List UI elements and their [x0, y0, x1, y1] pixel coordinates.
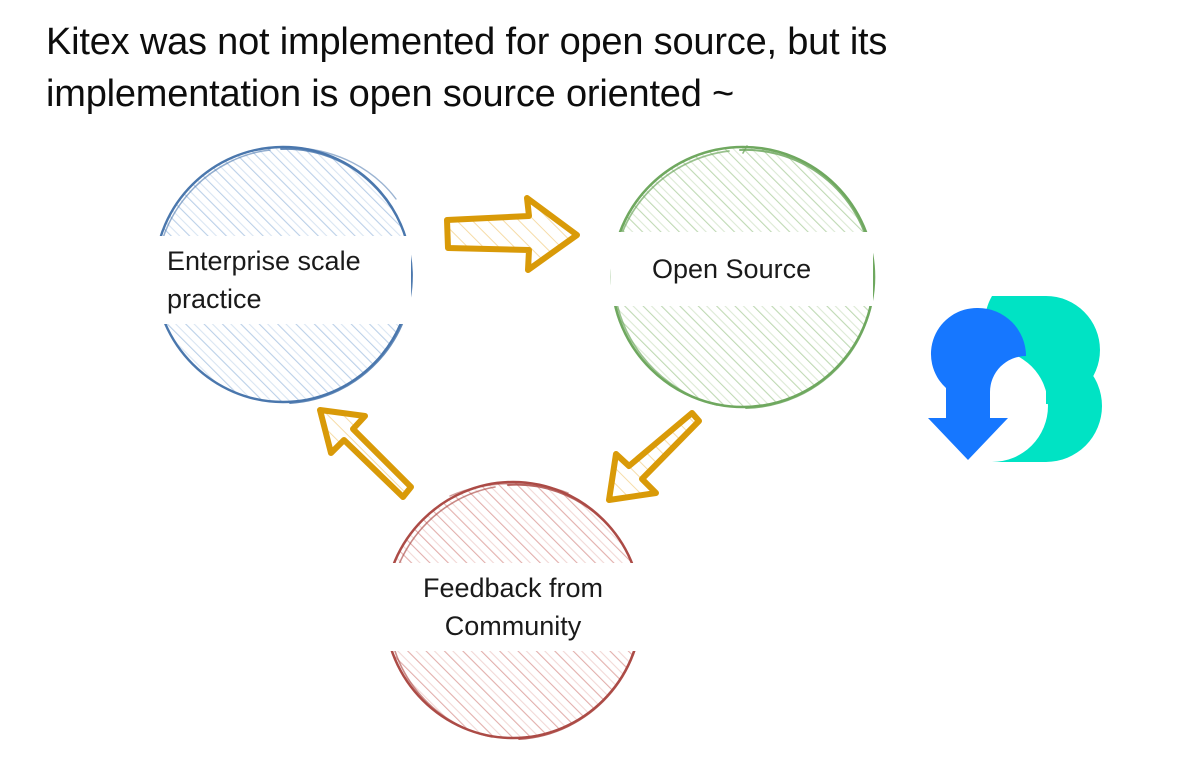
- arrow-down-left-icon: [606, 410, 702, 503]
- arrow-up-left-icon: [317, 407, 414, 500]
- arrow-right-icon: [444, 195, 580, 273]
- arrow-feedback-to-enterprise: [311, 399, 423, 513]
- cycle-node-open-source[interactable]: Open Source: [607, 142, 879, 414]
- arrow-enterprise-to-opensource: [441, 190, 585, 280]
- arrow-opensource-to-feedback: [596, 403, 708, 515]
- node-label-band: Open Source: [611, 232, 873, 306]
- cycle-node-feedback-from-community[interactable]: Feedback from Community: [378, 477, 648, 743]
- cycle-node-label: Enterprise scale practice: [167, 246, 361, 314]
- cycle-node-label: Feedback from Community: [422, 573, 604, 641]
- cloudwego-logo: [880, 288, 1138, 468]
- page-title: Kitex was not implemented for open sourc…: [46, 21, 888, 115]
- cycle-node-enterprise-scale-practice[interactable]: Enterprise scale practice: [150, 142, 416, 408]
- cycle-node-label: Open Source: [652, 254, 812, 284]
- node-label-band: Feedback from Community: [378, 563, 648, 651]
- cloudwego-logo-icon: [928, 296, 1102, 462]
- node-label-band: Enterprise scale practice: [153, 236, 411, 324]
